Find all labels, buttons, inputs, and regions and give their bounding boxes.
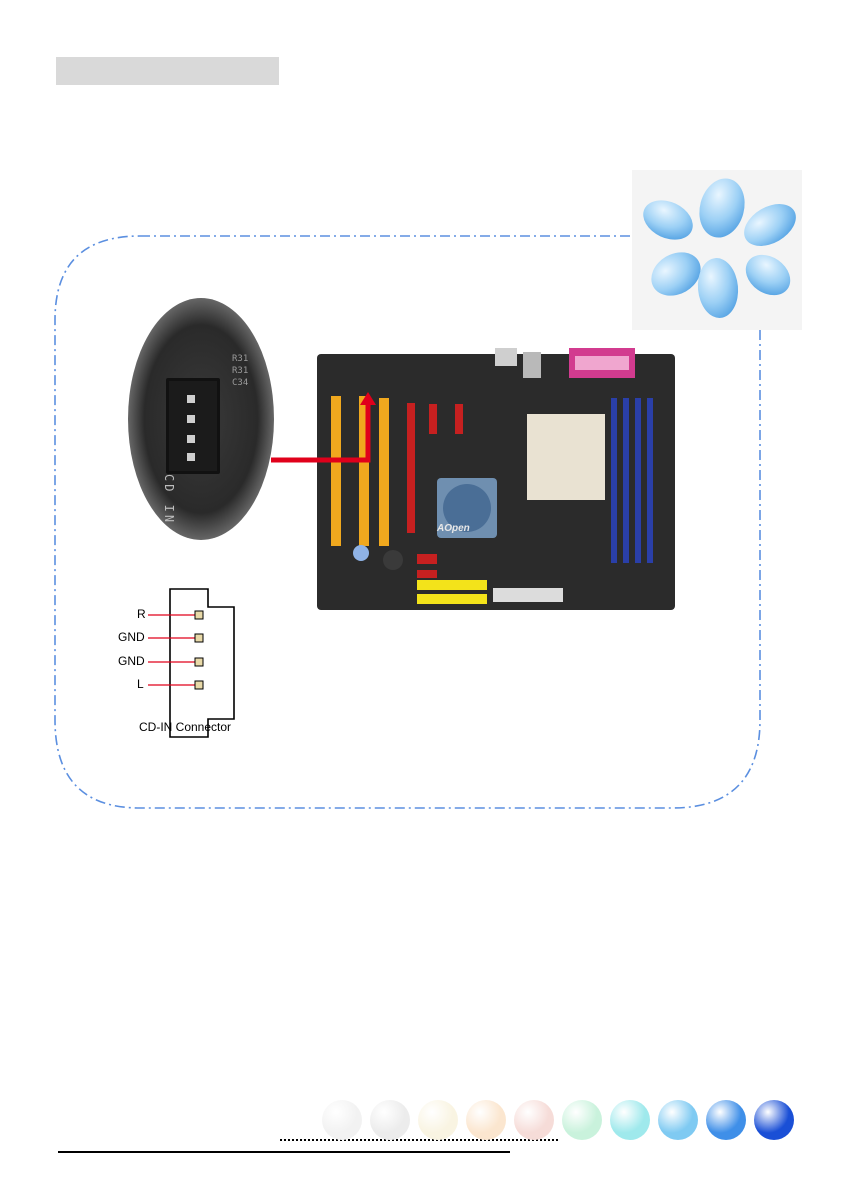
footer-dotted-line [280, 1139, 558, 1141]
decor-ball [658, 1100, 698, 1140]
pin-label-gnd: GND [118, 654, 145, 668]
figure-caption: CD-IN Connector [139, 720, 231, 734]
decor-ball [370, 1100, 410, 1140]
decor-ball [754, 1100, 794, 1140]
decor-ball [610, 1100, 650, 1140]
decor-ball [418, 1100, 458, 1140]
pin-label-l: L [137, 677, 144, 691]
footer-rule [58, 1151, 510, 1153]
pin-label-gnd: GND [118, 630, 145, 644]
decor-ball [514, 1100, 554, 1140]
decor-ball [466, 1100, 506, 1140]
pin-label-r: R [137, 607, 146, 621]
decor-ball [322, 1100, 362, 1140]
decor-ball [562, 1100, 602, 1140]
decor-ball [706, 1100, 746, 1140]
